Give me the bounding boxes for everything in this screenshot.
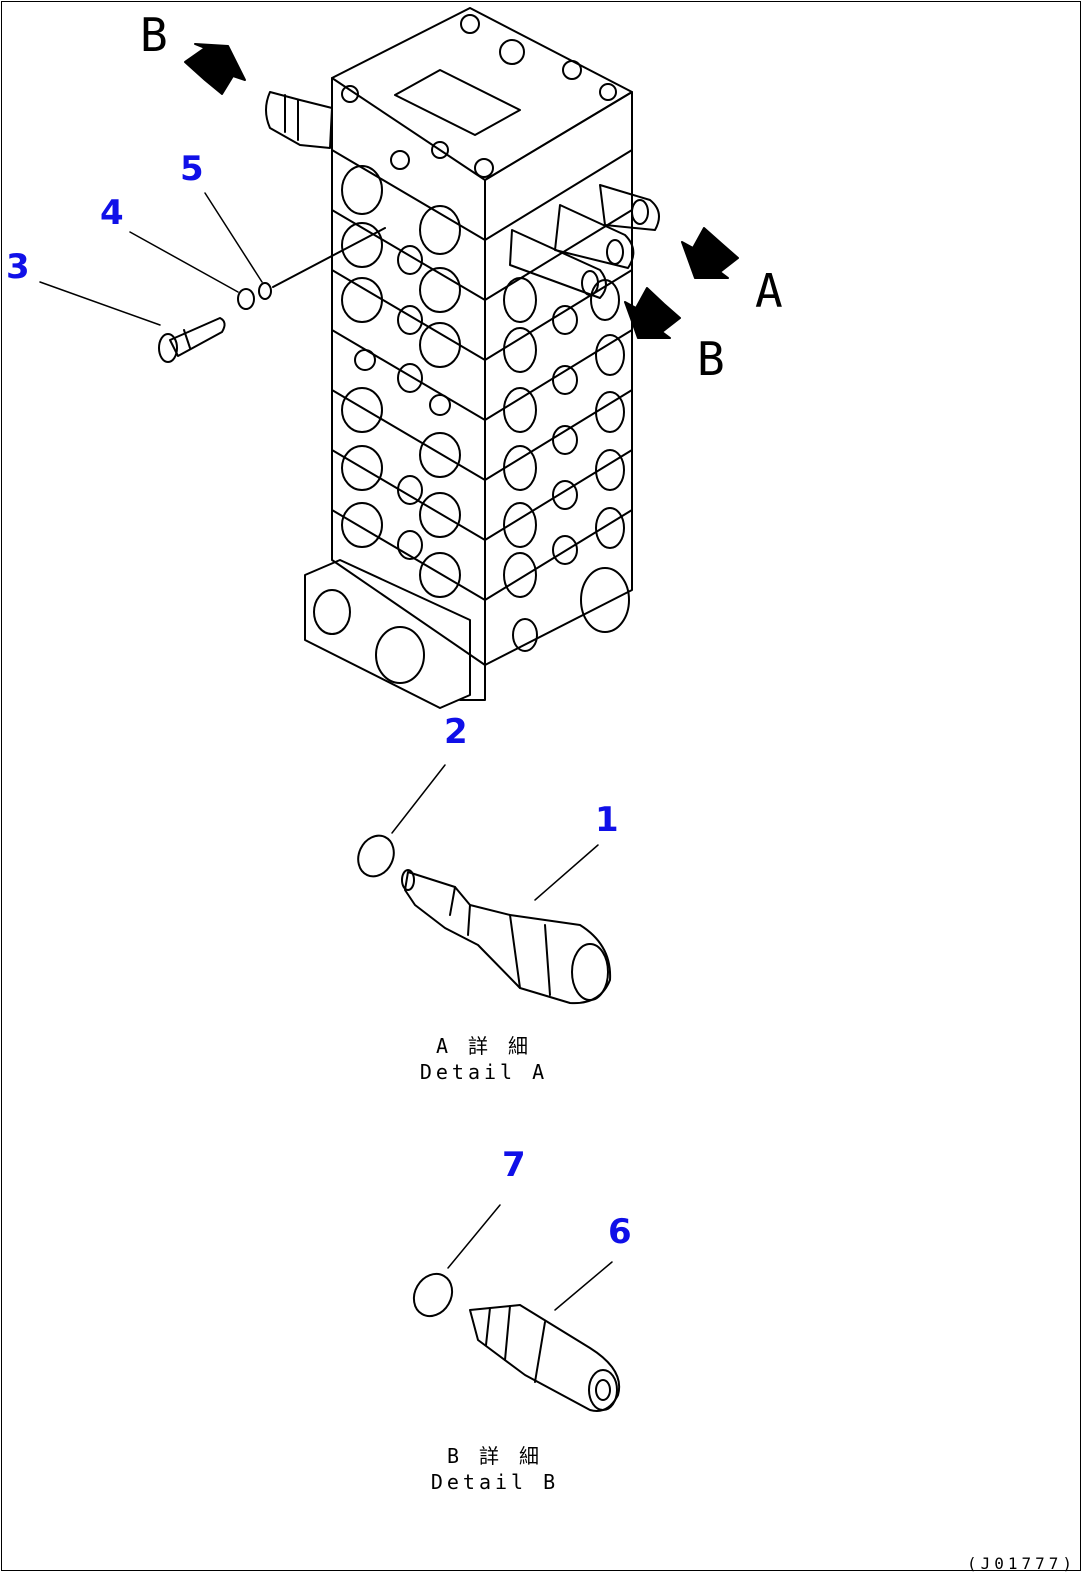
callout-5: 5 <box>180 149 204 189</box>
assembly-line-parts-3-5 <box>272 227 386 288</box>
leader-1 <box>534 844 599 901</box>
arrow-a-right <box>681 227 739 279</box>
detail-b-caption: B 詳 細 Detail B <box>395 1443 595 1495</box>
detail-a-caption: A 詳 細 Detail A <box>384 1033 584 1085</box>
part-7-o-ring <box>412 1272 454 1318</box>
detail-b-caption-jp: B 詳 細 <box>446 1444 544 1468</box>
relief-valve-upper <box>265 91 333 149</box>
callout-4: 4 <box>100 193 124 233</box>
control-valve-body <box>304 7 633 709</box>
part-5-ring <box>258 282 272 300</box>
leader-3 <box>39 281 161 326</box>
leader-5 <box>204 192 263 283</box>
leader-2 <box>391 764 446 834</box>
callout-7: 7 <box>502 1145 526 1185</box>
view-label-a: A <box>755 264 783 318</box>
detail-a-caption-jp: A 詳 細 <box>435 1034 533 1058</box>
part-3-plug <box>158 317 226 363</box>
drawing-code: (J01777) <box>966 1554 1076 1573</box>
view-label-b-top: B <box>140 8 168 62</box>
leader-7 <box>447 1204 501 1269</box>
leader-4 <box>129 231 239 293</box>
callout-1: 1 <box>595 800 619 840</box>
part-1-valve <box>401 869 612 1005</box>
leader-6 <box>554 1261 613 1311</box>
view-arrows <box>184 43 739 339</box>
detail-a-caption-en: Detail A <box>419 1060 549 1084</box>
relief-valves-right <box>509 184 660 299</box>
part-2-o-ring <box>357 834 395 878</box>
callout-6: 6 <box>608 1212 632 1252</box>
callout-3: 3 <box>6 247 30 287</box>
arrow-b-right <box>624 287 681 339</box>
detail-b-caption-en: Detail B <box>430 1470 560 1494</box>
view-label-b-right: B <box>697 332 725 386</box>
callout-2: 2 <box>444 712 468 752</box>
part-4-ring <box>237 288 255 310</box>
arrow-b-top <box>184 43 246 95</box>
part-6-valve <box>469 1304 621 1412</box>
